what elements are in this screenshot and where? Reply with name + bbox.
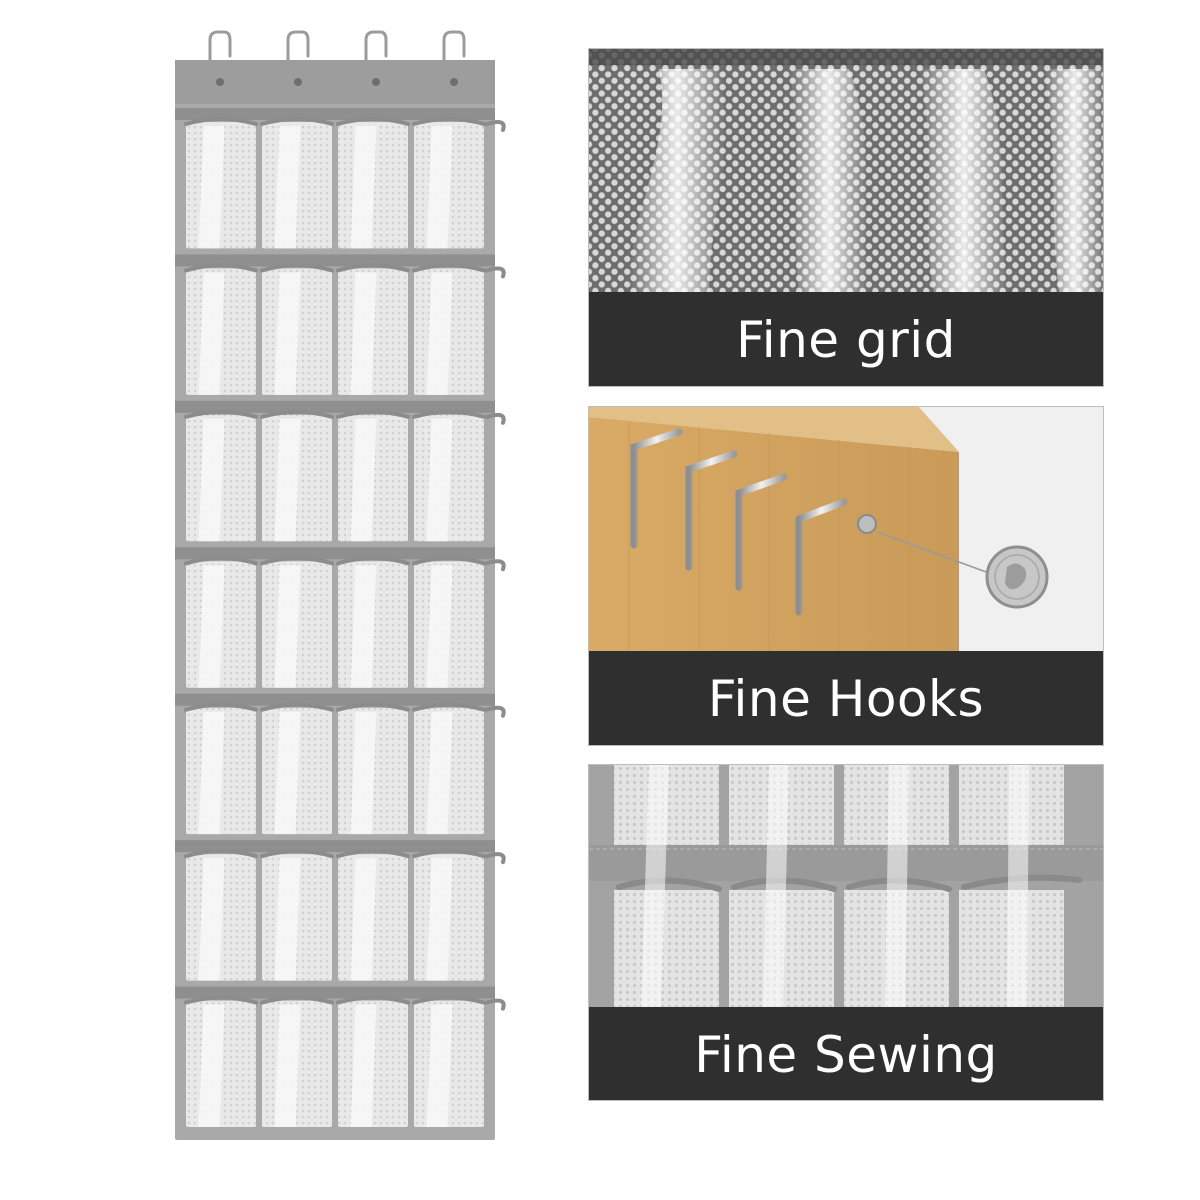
pocket-piping (336, 409, 410, 419)
pocket-piping (260, 117, 334, 126)
pocket-edge-lip (485, 705, 506, 718)
pocket-piping (336, 263, 410, 273)
pocket-piping (412, 702, 486, 712)
pocket-piping (412, 263, 486, 273)
pocket-piping (260, 263, 334, 273)
grommets (216, 78, 458, 86)
mesh-fold-highlight (274, 272, 301, 395)
pocket-piping (412, 117, 486, 126)
mesh-fold-highlight (198, 565, 225, 688)
mesh-fold-highlight (198, 126, 225, 249)
mesh-fold-highlight (426, 858, 453, 981)
pocket-row-seam (175, 547, 495, 560)
caption-fine-grid: Fine grid (589, 292, 1103, 386)
hooks-on-door-image (589, 407, 1103, 651)
pocket-edge-lip (485, 998, 506, 1011)
pocket-piping (184, 995, 258, 1005)
organizer-header-band (175, 60, 495, 104)
pocket-piping (184, 702, 258, 712)
mesh-fold-highlight (426, 272, 453, 395)
door-hook (442, 30, 466, 66)
mesh-fold-highlight (274, 858, 301, 981)
mesh-fold-highlight (274, 126, 301, 249)
mesh-fold-highlight (426, 711, 453, 835)
mesh-fold-highlight (350, 418, 377, 542)
mesh-closeup-image (589, 49, 1103, 292)
pocket-grid (175, 108, 506, 1127)
pocket-piping (336, 849, 410, 859)
pocket-piping (184, 117, 258, 126)
mesh-fold-highlight (350, 1004, 377, 1127)
grommet (450, 78, 458, 86)
mesh-fold-highlight (426, 418, 453, 542)
door-hook (364, 30, 388, 66)
mesh-fold-highlight (274, 565, 301, 688)
mesh-fold-highlight (426, 1004, 453, 1127)
pocket-row-seam (175, 254, 495, 267)
pocket-piping (412, 409, 486, 419)
pocket-row-seam (175, 108, 495, 120)
feature-panel-fine-hooks: Fine Hooks (588, 406, 1104, 746)
pocket-piping (260, 409, 334, 419)
grommet (216, 78, 224, 86)
pocket-piping (184, 263, 258, 273)
mesh-fold-highlight (350, 272, 377, 395)
mesh-fold-highlight (198, 418, 225, 542)
pocket-piping (336, 556, 410, 566)
mesh-fold-highlight (426, 565, 453, 688)
mesh-fold-highlight (198, 272, 225, 395)
pocket-piping (184, 409, 258, 419)
pocket-piping (260, 702, 334, 712)
mesh-fold-highlight (274, 711, 301, 835)
mesh-fold-highlight (426, 126, 453, 249)
pocket-piping (336, 995, 410, 1005)
door-hook (286, 30, 310, 66)
pocket-piping (260, 995, 334, 1005)
pocket-row-seam (175, 840, 495, 853)
pocket-edge-lip (485, 852, 506, 865)
pocket-piping (336, 702, 410, 712)
mesh-fold-highlight (274, 1004, 301, 1127)
door-hooks (208, 30, 466, 66)
caption-fine-hooks: Fine Hooks (589, 651, 1103, 745)
pocket-piping (184, 556, 258, 566)
sewing-closeup-image (589, 765, 1103, 1007)
pocket-row-seam (175, 986, 495, 999)
pocket-edge-lip (485, 559, 506, 572)
mesh-fold-highlight (350, 711, 377, 835)
grommet (294, 78, 302, 86)
pocket-piping (184, 849, 258, 859)
mesh-fold-highlight (350, 858, 377, 981)
pocket-row-seam (175, 400, 495, 413)
pocket-piping (260, 556, 334, 566)
grommet (372, 78, 380, 86)
pocket-row-seam (175, 693, 495, 706)
caption-fine-sewing: Fine Sewing (589, 1007, 1103, 1100)
pocket-piping (412, 556, 486, 566)
shoe-organizer-image (150, 28, 520, 1148)
pocket-edge-lip (485, 412, 506, 425)
pocket-piping (336, 117, 410, 126)
feature-panel-fine-sewing: Fine Sewing (588, 764, 1104, 1101)
feature-panel-fine-grid: Fine grid (588, 48, 1104, 387)
organizer-drawing (175, 30, 506, 1140)
pocket-edge-lip (485, 266, 506, 279)
pocket-piping (412, 849, 486, 859)
pocket-piping (260, 849, 334, 859)
mesh-fold-highlight (198, 858, 225, 981)
door-hook (208, 30, 232, 66)
pocket-piping (412, 995, 486, 1005)
mesh-fold-highlight (350, 565, 377, 688)
mesh-fold-highlight (198, 1004, 225, 1127)
mesh-fold-highlight (274, 418, 301, 542)
pocket-edge-lip (485, 120, 506, 132)
mesh-fold-highlight (350, 126, 377, 249)
mesh-fold-highlight (198, 711, 225, 835)
